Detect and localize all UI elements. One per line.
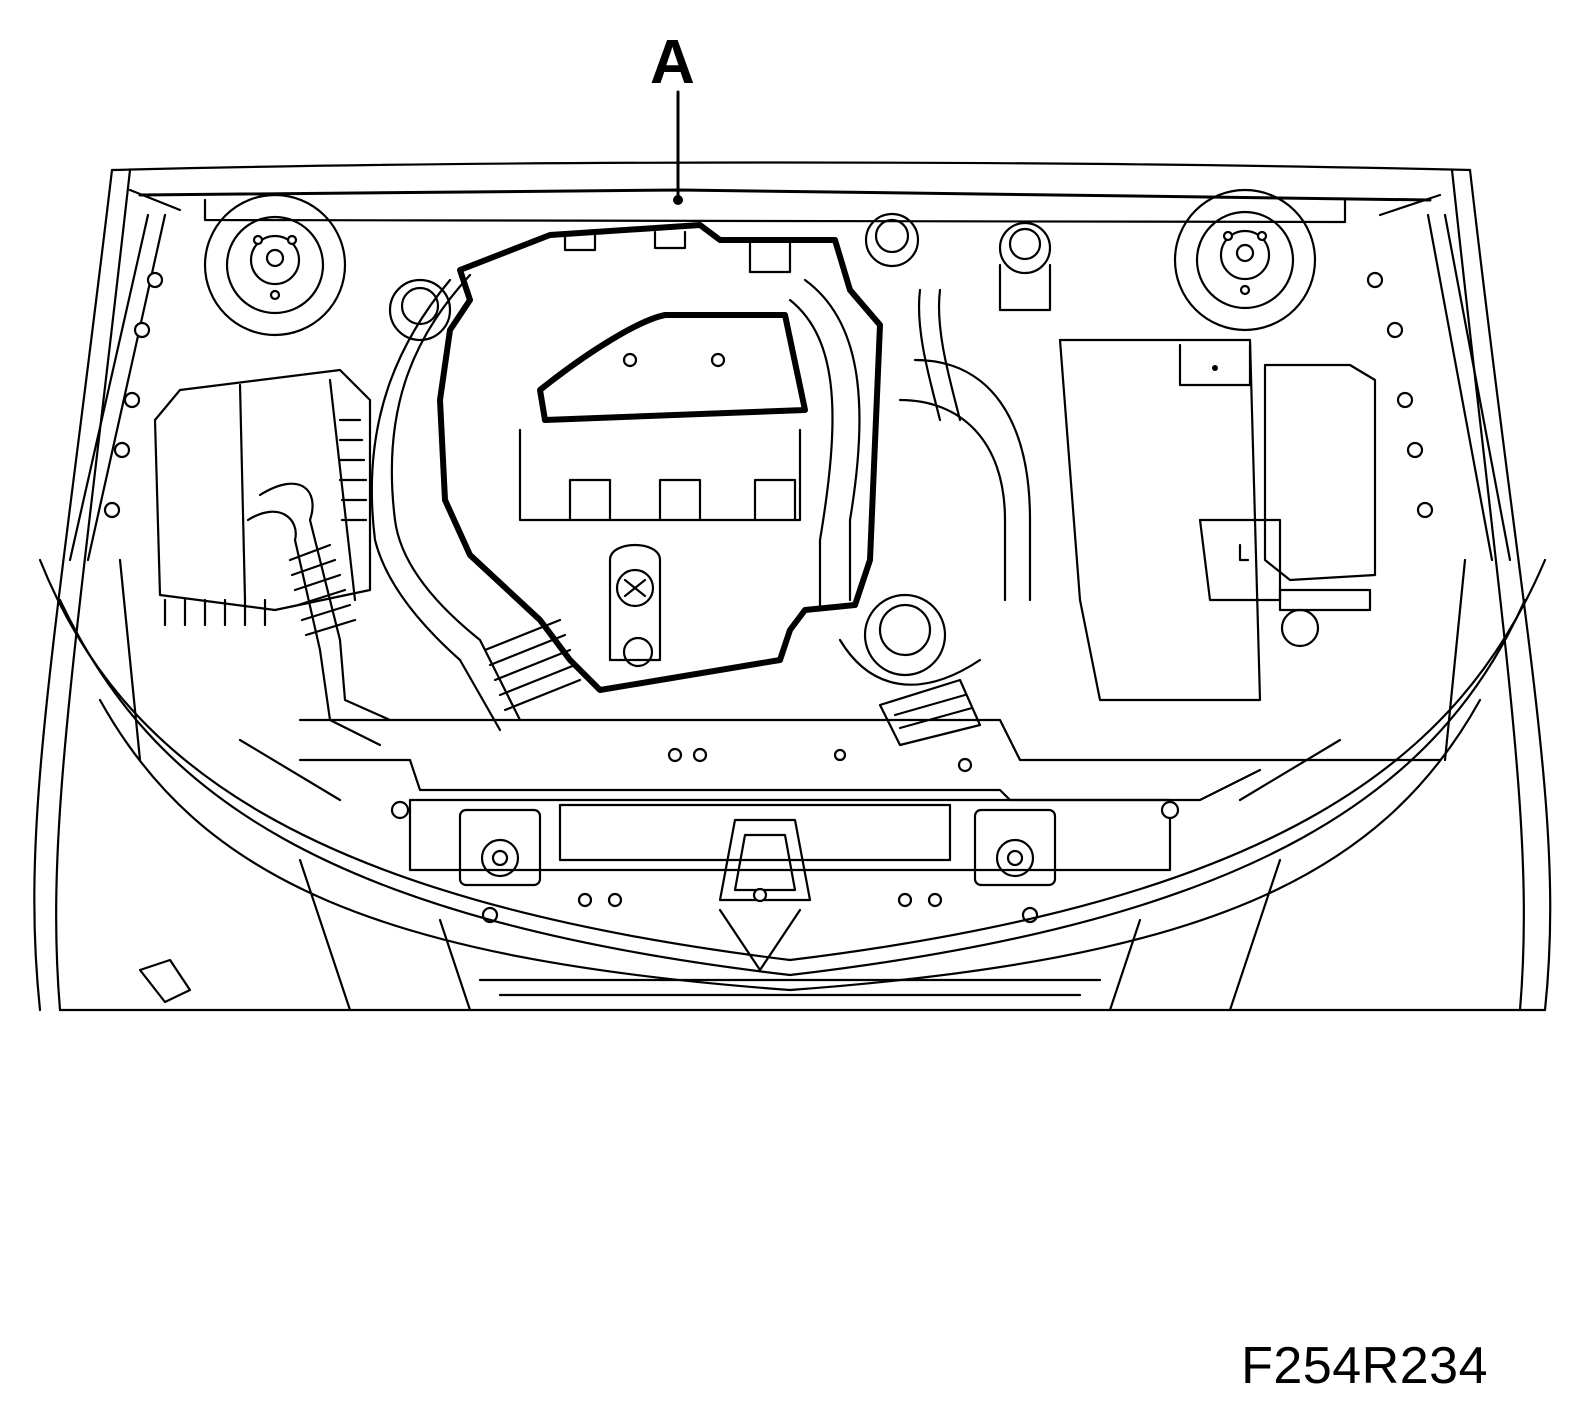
air-filter-box bbox=[153, 278, 452, 747]
turbo-pipes bbox=[788, 212, 1032, 747]
fender-details bbox=[103, 271, 1467, 802]
callout-a-leader bbox=[673, 90, 683, 205]
battery bbox=[1058, 338, 1282, 702]
callout-label-a: A bbox=[650, 28, 695, 97]
right-strut-tower bbox=[1173, 188, 1317, 332]
left-strut-tower bbox=[203, 193, 347, 337]
figure-id: F254R234 bbox=[1241, 1337, 1488, 1395]
radiator-support bbox=[298, 718, 1442, 924]
intake-pipe bbox=[370, 273, 582, 732]
front-bumper bbox=[38, 558, 1547, 1012]
engine-cover bbox=[437, 222, 883, 693]
fuse-box bbox=[1263, 363, 1377, 648]
hood-outline bbox=[33, 161, 1552, 1012]
brake-fluid-reservoir bbox=[998, 221, 1052, 312]
